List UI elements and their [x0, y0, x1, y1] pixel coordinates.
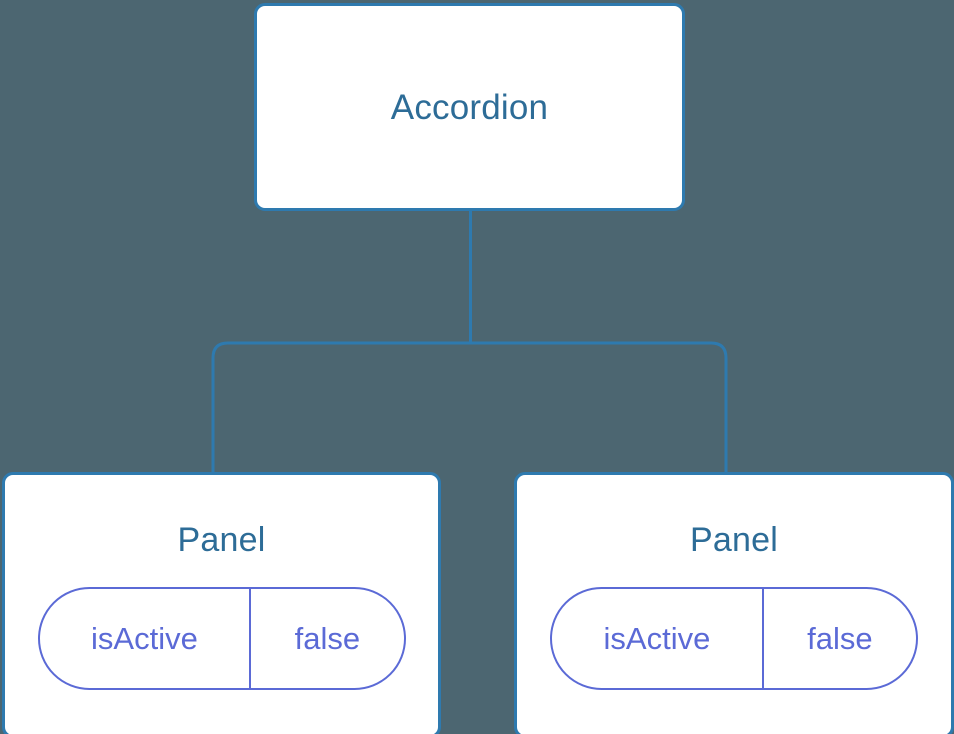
node-panel-0-label: Panel — [177, 521, 266, 559]
prop-key: isActive — [40, 589, 252, 688]
node-accordion[interactable]: Accordion — [254, 3, 685, 211]
edge-accordion-to-panel-0 — [211, 341, 471, 473]
prop-key: isActive — [552, 589, 764, 688]
node-accordion-label: Accordion — [390, 87, 549, 127]
edge-accordion-to-panel-1 — [470, 341, 728, 473]
prop-value: false — [807, 621, 873, 656]
prop-pill-isactive[interactable]: isActive false — [550, 587, 918, 690]
prop-pill-isactive[interactable]: isActive false — [37, 587, 406, 690]
node-panel-1[interactable]: Panel isActive false — [514, 472, 954, 734]
prop-value: false — [294, 621, 361, 656]
node-panel-0[interactable]: Panel isActive false — [2, 472, 441, 734]
node-panel-1-label: Panel — [690, 521, 778, 559]
